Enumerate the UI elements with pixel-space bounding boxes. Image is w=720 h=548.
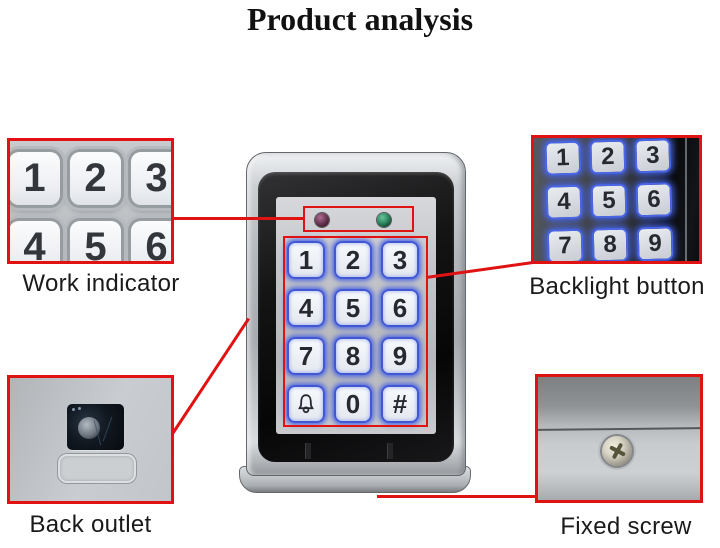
fixed-screw-line [377, 495, 537, 498]
fixed-screw-label: Fixed screw [560, 513, 692, 540]
keypad-key-2: 2 [589, 139, 627, 175]
bell-icon [298, 394, 314, 414]
back-outlet-recess [58, 454, 136, 483]
back-outlet-line [170, 317, 250, 436]
keypad-key-2: 2 [334, 241, 372, 279]
work-led-right-icon [377, 213, 391, 227]
keypad-key-5: 5 [590, 183, 628, 219]
back-outlet-callout [7, 375, 174, 504]
keypad-key-6: 6 [131, 221, 171, 261]
keypad-key-8: 8 [591, 227, 629, 261]
keypad-key-6: 6 [381, 289, 419, 327]
keypad-key-6: 6 [635, 182, 673, 218]
pcb-trace [102, 416, 113, 442]
screw-icon [602, 436, 632, 466]
back-outlet-label: Back outlet [29, 511, 152, 538]
keypad-key-9: 9 [636, 226, 674, 261]
keypad-key-7: 7 [546, 228, 584, 261]
bezel-notch-right [387, 443, 393, 459]
keypad-key-2: 2 [70, 152, 121, 205]
keypad-key-3: 3 [634, 138, 672, 174]
keypad-key-0: 0 [334, 385, 372, 423]
pcb-dot [78, 407, 81, 410]
pcb-dot [72, 408, 75, 411]
keypad-key-1: 1 [287, 241, 325, 279]
keypad-key-7: 7 [287, 337, 325, 375]
keypad-highlight-rectangle [283, 236, 428, 427]
back-outlet-opening [67, 404, 124, 450]
panel-seam-line [538, 427, 700, 431]
keypad-key-5: 5 [70, 221, 121, 261]
bezel-notch-left [305, 443, 311, 459]
keypad-key-3: 3 [131, 152, 171, 205]
page-title: Product analysis [246, 1, 474, 37]
keypad-key-4: 4 [10, 221, 60, 261]
keypad-key-8: 8 [334, 337, 372, 375]
keypad-key-3: 3 [381, 241, 419, 279]
led-highlight-rectangle [303, 206, 414, 232]
keypad-key-bell [287, 385, 325, 423]
work-led-left-icon [315, 213, 329, 227]
keypad-key-1: 1 [544, 140, 582, 176]
keypad-key-9: 9 [381, 337, 419, 375]
work-indicator-line [172, 217, 303, 220]
work-indicator-label: Work indicator [22, 270, 180, 297]
keypad-key-4: 4 [287, 289, 325, 327]
backlight-button-label: Backlight button [529, 273, 705, 300]
keypad-key-#: # [381, 385, 419, 423]
keypad-key-5: 5 [334, 289, 372, 327]
keypad-key-1: 1 [10, 152, 60, 205]
fixed-screw-callout [535, 374, 703, 503]
keypad-key-4: 4 [545, 184, 583, 220]
